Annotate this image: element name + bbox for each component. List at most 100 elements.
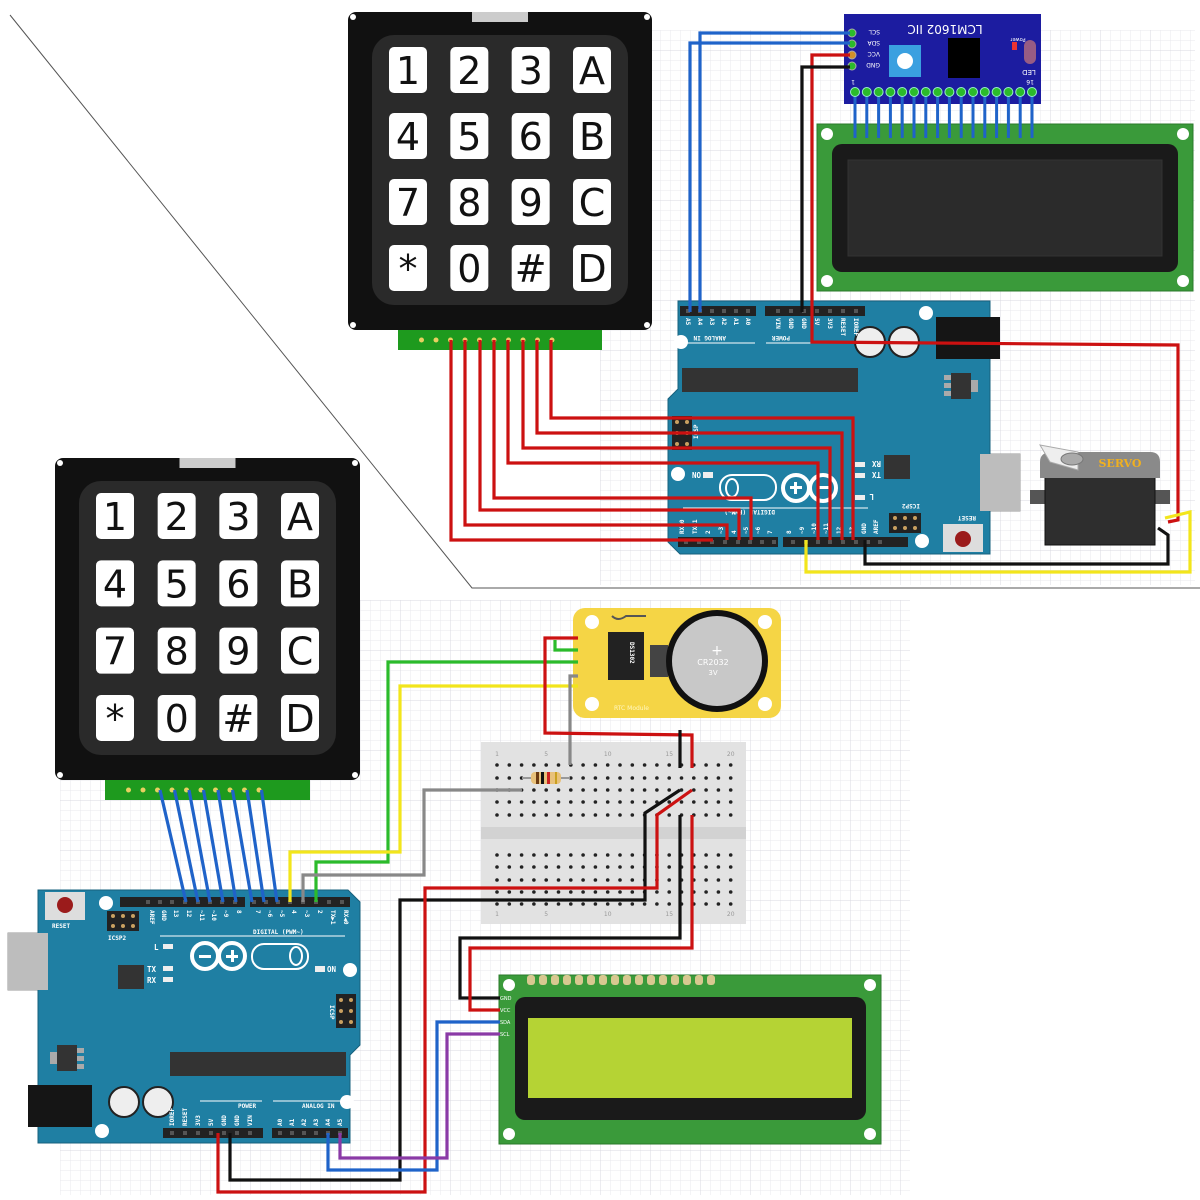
key-label: C xyxy=(287,630,314,674)
reset-button-cap[interactable] xyxy=(955,531,971,547)
power-pin-label: 3V3 xyxy=(195,1115,202,1126)
keypad-face xyxy=(372,35,628,305)
keypad-key[interactable]: 4 xyxy=(96,560,134,607)
rx-label: RX xyxy=(871,459,881,468)
i2c-pin-label: GND xyxy=(866,61,880,68)
digital-pin-label: TX▶1 xyxy=(329,910,336,925)
arduino-logo xyxy=(719,473,838,503)
pin-1-label: 1 xyxy=(851,78,855,85)
keypad-key[interactable]: D xyxy=(281,695,319,741)
keypad-key[interactable]: * xyxy=(389,245,427,291)
keypad-key[interactable]: 9 xyxy=(219,627,258,674)
analog-pin-label: A1 xyxy=(732,318,739,326)
keypad-key[interactable]: 2 xyxy=(450,47,489,93)
keypad-key[interactable]: 3 xyxy=(219,493,258,539)
wire-servo-signal xyxy=(804,509,1192,574)
l-led-label: L xyxy=(869,492,874,501)
key-label: 2 xyxy=(457,49,481,93)
keypad-key[interactable]: 4 xyxy=(389,113,427,159)
keypad-key[interactable]: 1 xyxy=(389,47,427,93)
wire-keypad-row-col xyxy=(216,789,238,903)
digital-pin-label: 12 xyxy=(185,910,192,918)
keypad-key[interactable]: 2 xyxy=(157,493,196,539)
led-label: LED xyxy=(1022,68,1036,76)
key-label: 0 xyxy=(457,247,481,291)
lcd-pin-label: VCC xyxy=(500,1008,511,1014)
keypad-key[interactable]: 7 xyxy=(389,179,427,225)
microcontroller-chip xyxy=(170,1052,346,1076)
usb-port-body xyxy=(980,454,1020,511)
wire-sda xyxy=(688,41,850,312)
icsp-header xyxy=(336,994,356,1028)
keypad-key[interactable]: 1 xyxy=(96,493,134,539)
keypad-key[interactable]: C xyxy=(573,179,611,225)
keypad-key[interactable]: 0 xyxy=(157,695,196,741)
digital-pin-label: ~9 xyxy=(222,910,229,918)
keypad-key[interactable]: B xyxy=(281,560,319,607)
keypad-key[interactable]: B xyxy=(573,113,611,159)
keypad-key[interactable]: 8 xyxy=(450,179,489,225)
keypad-key[interactable]: 6 xyxy=(219,560,258,607)
keypad-key[interactable]: 6 xyxy=(511,113,550,159)
wire-keypad-row-col xyxy=(492,340,753,540)
keypad-key[interactable]: A xyxy=(573,47,611,93)
reset-label: RESET xyxy=(958,514,976,521)
board xyxy=(37,889,361,1144)
usb-chip xyxy=(118,965,144,989)
keypad-key[interactable]: 7 xyxy=(96,627,134,674)
digital-header-2 xyxy=(250,897,350,907)
on-label: ON xyxy=(691,470,701,479)
wire-gray-breadboard xyxy=(301,788,522,902)
reset-button-cap[interactable] xyxy=(57,897,73,913)
icsp2-header xyxy=(107,911,139,931)
digital-pin-label: 4 xyxy=(290,910,297,914)
usb-port-body xyxy=(8,933,48,990)
digital-pin-label: 13 xyxy=(172,910,179,918)
power-pin-label: VIN xyxy=(247,1115,254,1126)
keypad-key[interactable]: 5 xyxy=(157,560,196,607)
power-pin-label: 5V xyxy=(208,1118,215,1126)
key-label: 3 xyxy=(519,49,543,93)
key-label: C xyxy=(579,181,606,225)
capacitor xyxy=(142,1086,174,1118)
analog-pin-label: A3 xyxy=(708,318,715,326)
wire-servo-gnd xyxy=(863,526,1170,566)
keypad-key[interactable]: 8 xyxy=(157,627,196,674)
column-number: 1 xyxy=(495,751,499,758)
rtc-module-label: RTC Module xyxy=(614,705,649,712)
column-number: 5 xyxy=(544,911,548,918)
wire-keypad-row-col xyxy=(478,340,741,540)
analog-pin-label: A1 xyxy=(289,1118,296,1126)
servo-motor: SERVO xyxy=(1030,444,1170,546)
keypad-tab xyxy=(179,458,236,468)
keypad-key[interactable]: 0 xyxy=(450,245,489,291)
key-label: 7 xyxy=(103,630,127,674)
battery-label: CR2032 xyxy=(697,658,729,667)
battery-voltage: 3V xyxy=(708,669,717,677)
power-pin-label: IOREF xyxy=(169,1108,176,1126)
digital-pin-label: GND xyxy=(861,523,868,534)
digital-pin-label: GND xyxy=(160,910,167,921)
keypad-key[interactable]: C xyxy=(281,627,319,674)
wire-keypad-row-col xyxy=(259,789,279,903)
keypad-key[interactable]: * xyxy=(96,695,134,741)
keypad-key[interactable]: # xyxy=(511,245,550,291)
digital-pin-label: ~3 xyxy=(718,526,725,534)
key-label: 9 xyxy=(519,181,543,225)
digital-pin-label: 7 xyxy=(767,530,774,534)
keypad-key[interactable]: 5 xyxy=(450,113,489,159)
wire-keypad-row-col xyxy=(463,340,729,540)
keypad-key[interactable]: # xyxy=(219,695,258,741)
reset-label: RESET xyxy=(52,923,70,930)
keypad-key[interactable]: A xyxy=(281,493,319,539)
analog-in-label: ANALOG IN xyxy=(693,334,726,341)
key-label: * xyxy=(106,697,125,741)
digital-pin-label: 2 xyxy=(705,530,712,534)
keypad-key[interactable]: D xyxy=(573,245,611,291)
keypad-key[interactable]: 9 xyxy=(511,179,550,225)
keypad-key[interactable]: 3 xyxy=(511,47,550,93)
wire-black-gnd xyxy=(228,788,681,1182)
